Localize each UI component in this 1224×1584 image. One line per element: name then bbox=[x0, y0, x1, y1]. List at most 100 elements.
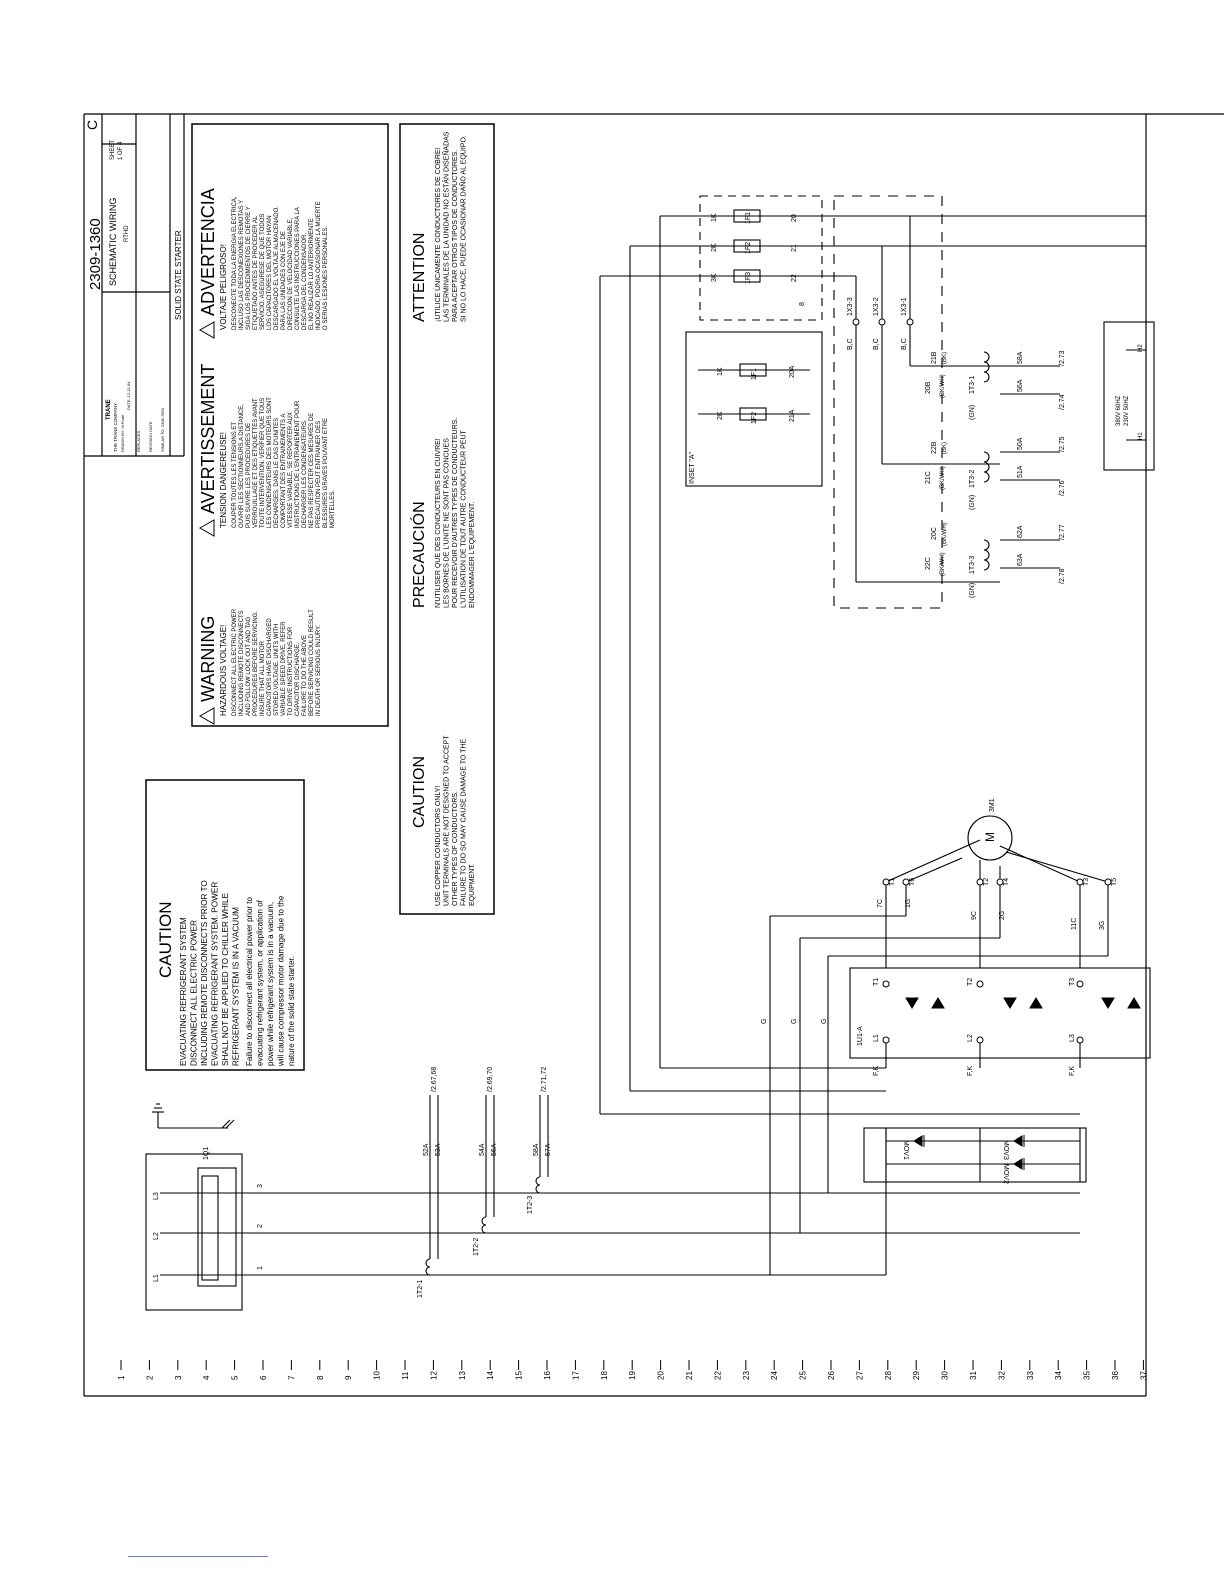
fuse-wire-3k: 3K bbox=[711, 273, 718, 282]
fuse-wire-22: 22 bbox=[791, 274, 798, 282]
fuse-wire-20: 20 bbox=[791, 214, 798, 222]
warning-line: VARIABLE SPEED DRIVE, REFER bbox=[281, 621, 287, 716]
starter-t1: T1 bbox=[873, 978, 880, 986]
row-number: 18 bbox=[600, 1371, 609, 1380]
avertissement-line: LES CONDENSATEURS DES MOTEURS SONT bbox=[267, 397, 273, 528]
fuse-wire-21: 21 bbox=[791, 244, 798, 252]
avertissement-line: PRECAUTION PEUT ENTRAINER DES bbox=[316, 421, 322, 528]
warning-line: STORED VOLTAGE. UNITS WITH bbox=[274, 624, 280, 716]
inset-fuse-2: 1F2 bbox=[751, 412, 758, 424]
row-number: 32 bbox=[997, 1371, 1006, 1380]
ct-label-3: 1T2-3 bbox=[527, 1196, 534, 1214]
xfmr-1t3-2: 1T3-2 bbox=[969, 470, 976, 488]
row-number: 12 bbox=[429, 1371, 438, 1380]
fuse-wire-1k: 1K bbox=[711, 213, 718, 222]
row-number: 11 bbox=[401, 1371, 410, 1380]
caution-line: INCLUDING REMOTE DISCONNECTS PRIOR TO bbox=[200, 880, 209, 1066]
thyristors bbox=[905, 997, 1141, 1009]
power-wiring bbox=[145, 195, 1155, 1311]
title-block: 2309-1360 C SHEET 1 OF 4 SCHEMATIC WIRIN… bbox=[84, 120, 183, 452]
motor-wire-7c: 7C bbox=[877, 899, 884, 908]
row-number: 13 bbox=[458, 1371, 467, 1380]
xfmr-ref-275: /2.75 bbox=[1059, 436, 1066, 452]
warning-title: WARNING bbox=[198, 616, 218, 702]
row-number: 23 bbox=[742, 1371, 751, 1380]
caution-notes: Failure to disconnect all electrical pow… bbox=[245, 895, 296, 1067]
wire-g-1: G bbox=[761, 1019, 768, 1024]
avertissement-line: VERROUILLAGE ET DES ETIQUETTES AVANT bbox=[253, 398, 259, 528]
caution2-line: UNIT TERMINALS ARE NOT DESIGNED TO ACCEP… bbox=[444, 735, 451, 906]
fk-label-2: F,K bbox=[967, 1066, 974, 1076]
row-number: 14 bbox=[486, 1371, 495, 1380]
caution-line: DISCONNECT ALL ELECTRIC POWER bbox=[190, 920, 199, 1066]
mov1-label: MOV1 bbox=[902, 1140, 909, 1160]
motor-wire-11c: 11C bbox=[1071, 918, 1078, 930]
avertissement-line: NE PAS RESPECTER CES MESURES DE bbox=[309, 413, 315, 528]
xfmr-ref-276: /2.76 bbox=[1059, 480, 1066, 496]
avertissement-line: INSTRUCTIONS DE L'ENTRAINEMENT POUR bbox=[295, 400, 301, 528]
ctrl-xfmr-h2: H2 bbox=[1138, 344, 1144, 352]
warning-line: TO DRIVE INSTRUCTIONS FOR bbox=[288, 626, 294, 716]
ct-wire-56a: 56A bbox=[491, 1143, 498, 1156]
avertissement-line: BLESSURES GRAVES POUVANT ETRE bbox=[323, 418, 329, 528]
xfmr-sec-63a: 63A bbox=[1017, 553, 1024, 566]
section-label: SOLID STATE STARTER bbox=[174, 230, 183, 320]
fk-label-1: F,K bbox=[873, 1066, 880, 1076]
xfmr-color-1a: (BK/WH) bbox=[940, 374, 946, 398]
schematic-labels: 1Q1 L1 L2 L3 1 2 3 1T2-1 1T2-2 1T2-3 52A… bbox=[153, 212, 1144, 1298]
xfmr-1t3-1: 1T3-1 bbox=[969, 376, 976, 394]
xfmr-ref-278: /2.78 bbox=[1059, 568, 1066, 584]
row-number: 36 bbox=[1111, 1371, 1120, 1380]
company-name: TRANE bbox=[106, 399, 112, 420]
caution-line: REFRIGERANT SYSTEM IS IN A VACUUM bbox=[232, 907, 241, 1066]
inset-wire-20a: 20A bbox=[789, 365, 796, 378]
advertencia-title: ADVERTENCIA bbox=[198, 188, 218, 316]
advertencia-subtitle: VOLTAJE PELIGROSO! bbox=[219, 244, 228, 330]
motor-t2: T2 bbox=[983, 878, 990, 886]
phase-l3: L3 bbox=[153, 1192, 160, 1200]
xfmr-primary-22b: 22B bbox=[931, 441, 938, 454]
attention-line: PARA ACEPTAR OTROS TIPOS DE CONDUCTORES. bbox=[452, 150, 459, 322]
row-number: 30 bbox=[941, 1371, 950, 1380]
precaucion-title: PRECAUCIÓN bbox=[409, 501, 428, 608]
xfmr-color-2a: (BK) bbox=[942, 442, 948, 454]
inset-wire-2k: 2K bbox=[717, 411, 724, 420]
motor-t5: T5 bbox=[1111, 878, 1118, 886]
bc-label-3: B,C bbox=[901, 338, 908, 350]
wire-g-3: G bbox=[821, 1019, 828, 1024]
term-1x3-2: 1X3-2 bbox=[873, 297, 880, 316]
row-number: 17 bbox=[571, 1371, 580, 1380]
row-number: 22 bbox=[713, 1371, 722, 1380]
fuse-wire-2k: 2K bbox=[711, 243, 718, 252]
xfmr-color-2b: (BK/WH) bbox=[940, 466, 946, 490]
ctrl-xfmr-voltage-2: 230V 50HZ bbox=[1124, 395, 1130, 426]
row-number: 28 bbox=[884, 1371, 893, 1380]
ct-label-1: 1T2-1 bbox=[417, 1280, 424, 1298]
caution-line: nature of the solid state starter. bbox=[287, 956, 296, 1066]
phase-l2: L2 bbox=[153, 1232, 160, 1240]
advertencia-line: SERVICIO. ASEGURESE DE QUE TODOS bbox=[260, 214, 266, 330]
row-number: 33 bbox=[1026, 1371, 1035, 1380]
attention-lines: ¡UTILICE ÚNICAMENTE CONDUCTORES DE COBRE… bbox=[433, 131, 468, 322]
attention-line: ¡UTILICE ÚNICAMENTE CONDUCTORES DE COBRE… bbox=[433, 147, 442, 322]
caution-line: Failure to disconnect all electrical pow… bbox=[245, 896, 254, 1066]
avertissement-line: COUPER TOUTES LES TENSIONS ET bbox=[232, 422, 238, 528]
terminal-2: 2 bbox=[257, 1224, 264, 1228]
drawn-by: DRAWN BY: M.Pode bbox=[120, 414, 125, 452]
advertencia-lines: DESCONECTE TODA LA ENERGIA ELECTRICA,INC… bbox=[232, 196, 329, 330]
xfmr-primary-21c: 21C bbox=[925, 471, 932, 484]
ct-wire-58a: 58A bbox=[533, 1143, 540, 1156]
mov2-label: MOV2 bbox=[1002, 1164, 1009, 1184]
motor-symbol: M bbox=[983, 832, 997, 842]
warning-line: CAPACITORS HAVE DISCHARGED bbox=[267, 618, 273, 716]
advertencia-line: INCLUSO LAS DESCONEXIONES REMOTAS Y bbox=[239, 200, 245, 330]
row-number: 7 bbox=[287, 1375, 296, 1380]
row-number: 25 bbox=[799, 1371, 808, 1380]
row-number: 15 bbox=[515, 1371, 524, 1380]
warning-line: CAPACITOR DISCHARGE. bbox=[295, 642, 301, 716]
xfmr-sec-58a: 58A bbox=[1017, 351, 1024, 364]
warning-line: DISCONNECT ALL ELECTRIC POWER bbox=[232, 608, 238, 716]
motor-wire-3g: 3G bbox=[1099, 921, 1106, 930]
